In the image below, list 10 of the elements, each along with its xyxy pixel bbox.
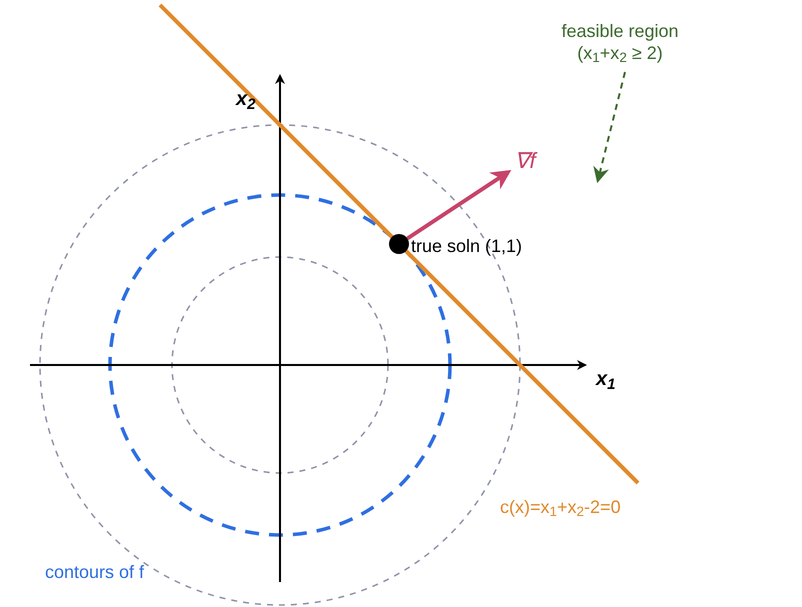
- gradient-label: ∇f: [514, 147, 536, 175]
- contour-label: contours of f: [45, 561, 144, 584]
- arrow: [593, 72, 626, 184]
- axis-label: x$_{1}$: [596, 367, 616, 394]
- region-note: (x$_{1}$+x$_{2}$ ≥ 2): [577, 42, 663, 64]
- constraint-label: c(x)=x$_{1}$+x$_{2}$-2=0: [500, 496, 621, 521]
- point-label: true soln (1,1): [411, 235, 522, 258]
- arrow: [406, 170, 512, 240]
- axis-label: x$_{2}$: [236, 87, 256, 114]
- region-note: feasible region: [561, 20, 679, 42]
